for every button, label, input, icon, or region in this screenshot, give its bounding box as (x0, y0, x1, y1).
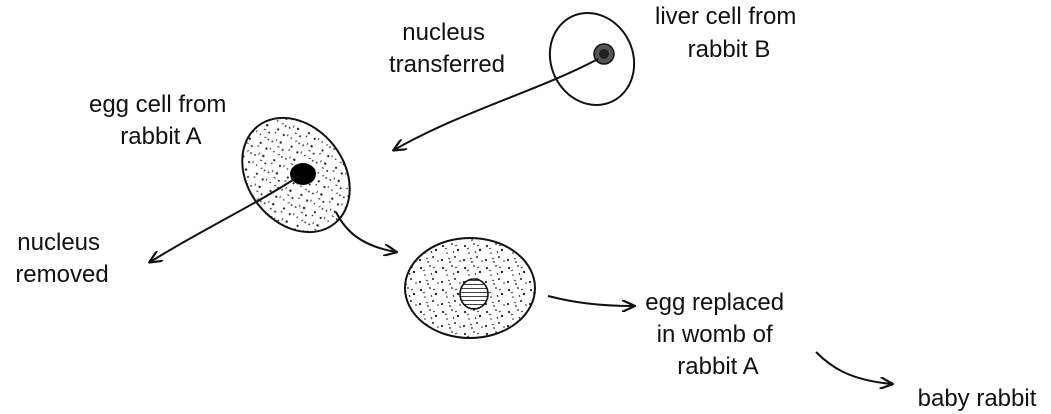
liver-cell-membrane (535, 0, 649, 119)
egg-cell-b-nucleus (460, 279, 488, 309)
egg-cell-a-nucleus (290, 163, 316, 185)
egg-to-womb-arrow (548, 296, 634, 306)
liver-cell (535, 0, 649, 119)
label-nucleus-transferred: nucleus transferred (389, 19, 505, 78)
label-nucleus-removed: nucleus removed (15, 229, 108, 288)
label-liver-cell: liver cell from rabbit B (655, 3, 803, 63)
womb-to-baby-arrow (816, 352, 892, 384)
label-egg-replaced: egg replaced in womb of rabbit A (645, 289, 790, 380)
egg-cell-b (405, 238, 535, 338)
liver-cell-nucleus-core (599, 49, 609, 59)
label-baby-rabbit: baby rabbit (918, 385, 1037, 412)
label-egg-cell: egg cell from rabbit A (89, 91, 233, 150)
egg-to-new-cell-arrow (336, 212, 396, 252)
